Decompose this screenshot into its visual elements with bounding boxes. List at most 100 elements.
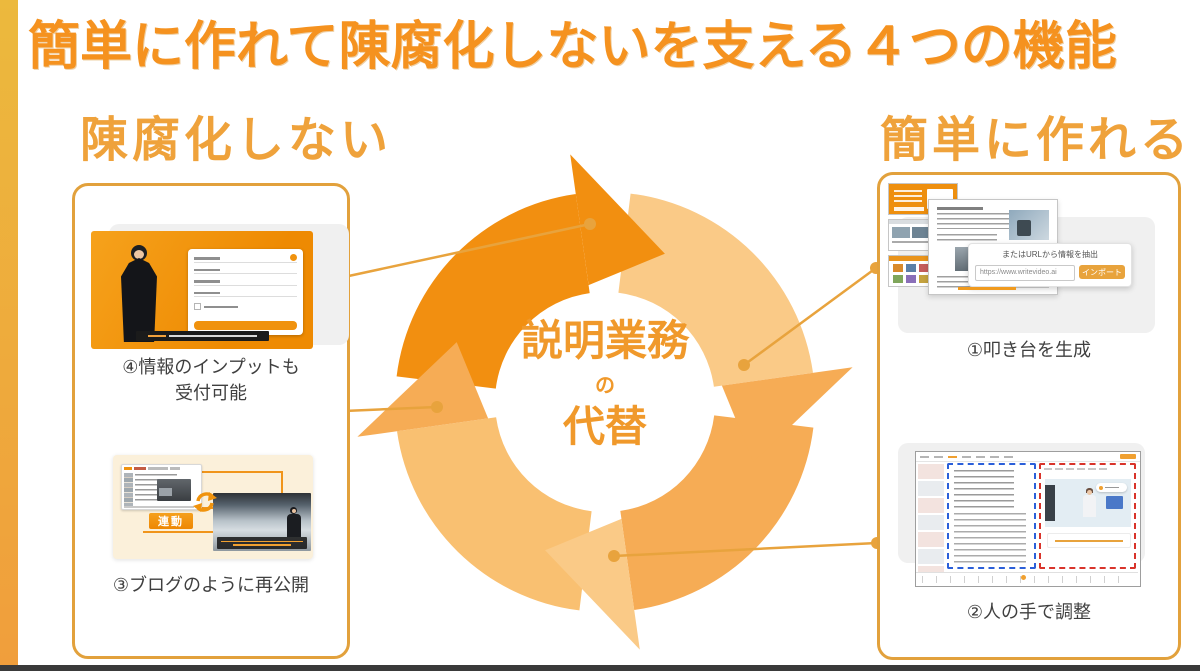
menu-item-bar bbox=[934, 455, 943, 458]
presenter-face bbox=[291, 509, 296, 513]
panel-not-obsolete: ④情報のインプットも 受付可能 連動 bbox=[72, 183, 350, 659]
mini-slide-text-line bbox=[892, 241, 942, 243]
slide-title: 簡単に作れて陳腐化しないを支える４つの機能 bbox=[28, 18, 1117, 76]
presenter-face bbox=[1087, 490, 1092, 495]
connector-dot bbox=[608, 550, 620, 562]
grid-cell bbox=[893, 264, 903, 272]
menu-item-bar bbox=[990, 455, 999, 458]
card1-caption: ①叩き台を生成 bbox=[966, 340, 1092, 360]
blog-thumbnail-column bbox=[124, 473, 133, 507]
form-field-line bbox=[194, 284, 297, 286]
presenter-face bbox=[134, 250, 144, 259]
toolbar-tick bbox=[1088, 468, 1096, 470]
import-button-mock: インポート bbox=[1079, 265, 1125, 279]
connector-line-card4 bbox=[343, 222, 591, 279]
presenter-body bbox=[121, 258, 157, 342]
icon-grid bbox=[889, 261, 941, 286]
connector-dot bbox=[431, 401, 443, 413]
grid-cell bbox=[906, 275, 916, 283]
video-blue-screen bbox=[1106, 496, 1123, 509]
card4-form-slide-thumbnail bbox=[91, 231, 313, 349]
cycle-arrow-segment bbox=[620, 415, 814, 610]
connector-line-card3 bbox=[343, 405, 438, 413]
cycle-arrow-segment bbox=[618, 193, 813, 387]
document-text-lines bbox=[937, 213, 1013, 229]
document-heading-line bbox=[937, 207, 983, 210]
publish-button-mock bbox=[1120, 454, 1136, 459]
document-photo bbox=[1009, 210, 1049, 240]
form-logo-dot bbox=[290, 254, 297, 261]
cycle-arrow-segment bbox=[357, 342, 489, 437]
panel-easy-to-make: またはURLから情報を抽出 https://www.writevideo.ai … bbox=[877, 172, 1181, 660]
video-subtitle-bar bbox=[217, 537, 307, 549]
form-field-label bbox=[194, 291, 220, 294]
form-field-label bbox=[194, 280, 220, 283]
script-text-lines bbox=[954, 470, 1014, 508]
mini-slide-footer-bar bbox=[894, 207, 924, 211]
cycle-arrow-segment bbox=[396, 194, 590, 389]
cycle-arrows bbox=[357, 154, 853, 650]
cycle-arrow-segment bbox=[570, 154, 665, 286]
center-line-2: の bbox=[595, 375, 615, 397]
clinic-video-preview bbox=[1045, 479, 1131, 527]
card3-caption: ③ブログのように再公開 bbox=[112, 575, 310, 595]
url-panel-title: またはURLから情報を抽出 bbox=[1001, 250, 1098, 259]
brand-dot bbox=[1099, 485, 1103, 490]
checkbox-icon bbox=[194, 303, 201, 310]
grid-cell bbox=[919, 275, 929, 283]
photo-block bbox=[892, 227, 910, 238]
grid-cell bbox=[919, 264, 929, 272]
editor-screenshot-mock bbox=[915, 451, 1141, 587]
left-gradient-bar bbox=[0, 0, 18, 671]
photo-subject bbox=[1017, 220, 1031, 236]
video-caption-strip bbox=[1047, 533, 1131, 548]
menu-item-bar bbox=[976, 455, 985, 458]
menu-item-bar bbox=[1004, 455, 1013, 458]
toolbar-tick bbox=[1099, 468, 1107, 470]
blog-page-mock bbox=[121, 464, 202, 510]
connector-dot bbox=[738, 359, 750, 371]
toolbar-tick bbox=[1077, 468, 1085, 470]
presenter-body bbox=[287, 514, 301, 537]
label-easy-to-make: 簡単に作れる bbox=[880, 114, 1193, 167]
url-input-row: https://www.writevideo.ai インポート bbox=[975, 265, 1125, 281]
mini-slide-text-lines bbox=[894, 190, 922, 204]
caption-text-line bbox=[148, 335, 166, 337]
document-text-lines bbox=[937, 234, 997, 243]
card4-caption: ④情報のインプットも 受付可能 bbox=[75, 354, 347, 406]
video-brand-pill bbox=[1096, 483, 1127, 492]
caption-text-line bbox=[1055, 539, 1123, 542]
blog-toolbar bbox=[122, 465, 201, 472]
toolbar-chip bbox=[124, 467, 132, 470]
grid-cell bbox=[906, 264, 916, 272]
center-line-3: 代替 bbox=[562, 403, 647, 450]
bottom-window-bar bbox=[0, 665, 1200, 671]
caption-text-line bbox=[169, 335, 257, 337]
center-line-1: 説明業務 bbox=[520, 317, 689, 364]
checkbox-label-line bbox=[204, 305, 238, 308]
card2-caption: ②人の手で調整 bbox=[966, 602, 1092, 622]
card4-caption-line2: 受付可能 bbox=[175, 383, 247, 404]
cycle-arrow-segment bbox=[721, 367, 853, 462]
timeline-ticks bbox=[922, 576, 1130, 583]
menu-item-bar bbox=[920, 455, 929, 458]
mini-slide-orange-header bbox=[889, 256, 957, 261]
cycle-center-text: 説明業務 の 代替 bbox=[455, 320, 755, 448]
toolbar-chip bbox=[148, 467, 168, 470]
script-area-blue-dashed bbox=[947, 463, 1036, 569]
orange-underline bbox=[958, 287, 1016, 290]
script-text-lines bbox=[954, 513, 1026, 563]
brand-text-line bbox=[1105, 486, 1119, 489]
photo-block bbox=[912, 227, 930, 238]
blog-footer-line bbox=[124, 506, 194, 508]
form-checkbox-row bbox=[194, 303, 297, 310]
grid-cell bbox=[893, 275, 903, 283]
connector-line-card1 bbox=[743, 266, 877, 367]
blog-embedded-video bbox=[157, 479, 191, 501]
form-field-label bbox=[194, 268, 220, 271]
republished-video-mock bbox=[213, 493, 311, 551]
editor-menu-bar bbox=[916, 452, 1140, 462]
subtitle-line bbox=[233, 544, 291, 546]
cycle-arrow-segment bbox=[397, 417, 592, 611]
